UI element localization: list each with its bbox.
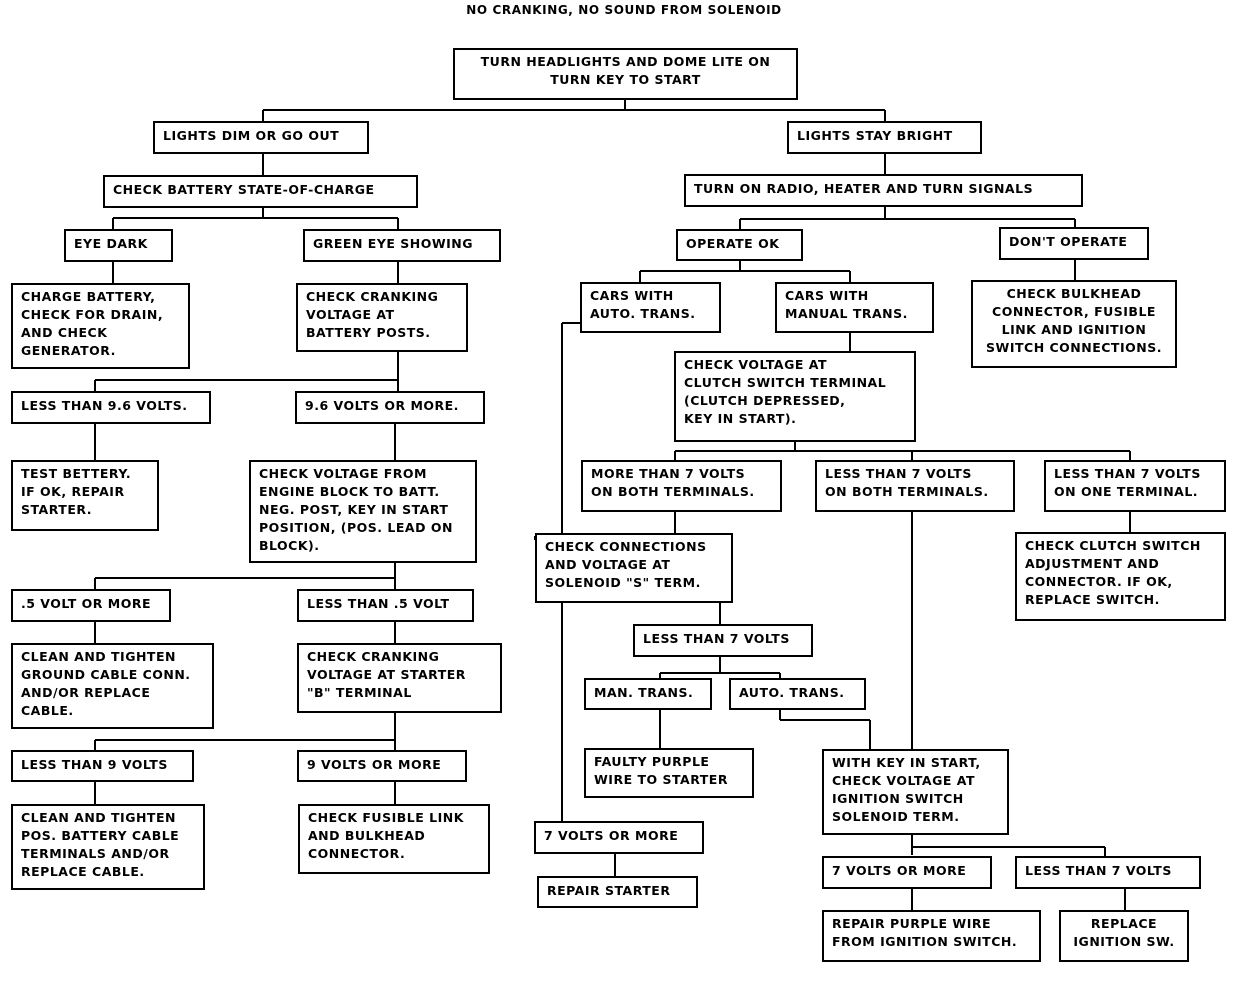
cars-manual-box: CARS WITH MANUAL TRANS. — [775, 282, 934, 333]
start-box: TURN HEADLIGHTS AND DOME LITE ON TURN KE… — [453, 48, 798, 100]
seven-more-right-box: 7 VOLTS OR MORE — [822, 856, 992, 889]
operate-ok-box: OPERATE OK — [676, 229, 803, 261]
repair-starter-box: REPAIR STARTER — [537, 876, 698, 908]
less-7-both-box: LESS THAN 7 VOLTS ON BOTH TERMINALS. — [815, 460, 1015, 512]
check-bulkhead-box: CHECK BULKHEAD CONNECTOR, FUSIBLE LINK A… — [971, 280, 1177, 368]
repair-purple-box: REPAIR PURPLE WIRE FROM IGNITION SWITCH. — [822, 910, 1041, 962]
more-7-both-box: MORE THAN 7 VOLTS ON BOTH TERMINALS. — [581, 460, 782, 512]
seven-more-left-box: 7 VOLTS OR MORE — [534, 821, 704, 854]
check-engine-block-box: CHECK VOLTAGE FROM ENGINE BLOCK TO BATT.… — [249, 460, 477, 563]
check-clutch-adjust-box: CHECK CLUTCH SWITCH ADJUSTMENT AND CONNE… — [1015, 532, 1226, 621]
check-solenoid-s-box: CHECK CONNECTIONS AND VOLTAGE AT SOLENOI… — [535, 533, 733, 603]
eye-dark-box: EYE DARK — [64, 229, 173, 262]
check-battery-box: CHECK BATTERY STATE-OF-CHARGE — [103, 175, 418, 208]
less-96-volts-box: LESS THAN 9.6 VOLTS. — [11, 391, 211, 424]
test-battery-box: TEST BETTERY. IF OK, REPAIR STARTER. — [11, 460, 159, 531]
clean-ground-box: CLEAN AND TIGHTEN GROUND CABLE CONN. AND… — [11, 643, 214, 729]
with-key-box: WITH KEY IN START, CHECK VOLTAGE AT IGNI… — [822, 749, 1009, 835]
green-eye-box: GREEN EYE SHOWING — [303, 229, 501, 262]
lights-dim-box: LIGHTS DIM OR GO OUT — [153, 121, 369, 154]
check-fusible-box: CHECK FUSIBLE LINK AND BULKHEAD CONNECTO… — [298, 804, 490, 874]
more-9-volts-box: 9 VOLTS OR MORE — [297, 750, 467, 782]
less-7-solenoid-box: LESS THAN 7 VOLTS — [633, 624, 813, 657]
faulty-purple-box: FAULTY PURPLE WIRE TO STARTER — [584, 748, 754, 798]
check-cranking-posts-box: CHECK CRANKING VOLTAGE AT BATTERY POSTS. — [296, 283, 468, 352]
diagram-title: NO CRANKING, NO SOUND FROM SOLENOID — [466, 3, 782, 17]
auto-trans-box: AUTO. TRANS. — [729, 678, 866, 710]
dont-operate-box: DON'T OPERATE — [999, 227, 1149, 260]
check-clutch-voltage-box: CHECK VOLTAGE AT CLUTCH SWITCH TERMINAL … — [674, 351, 916, 442]
less-7-final-box: LESS THAN 7 VOLTS — [1015, 856, 1201, 889]
replace-ignition-box: REPLACE IGNITION SW. — [1059, 910, 1189, 962]
less-9-volts-box: LESS THAN 9 VOLTS — [11, 750, 194, 782]
cars-auto-box: CARS WITH AUTO. TRANS. — [580, 282, 721, 333]
lights-bright-box: LIGHTS STAY BRIGHT — [787, 121, 982, 154]
clean-pos-box: CLEAN AND TIGHTEN POS. BATTERY CABLE TER… — [11, 804, 205, 890]
man-trans-box: MAN. TRANS. — [584, 678, 712, 710]
charge-battery-box: CHARGE BATTERY, CHECK FOR DRAIN, AND CHE… — [11, 283, 190, 369]
less-7-one-box: LESS THAN 7 VOLTS ON ONE TERMINAL. — [1044, 460, 1226, 512]
turn-on-radio-box: TURN ON RADIO, HEATER AND TURN SIGNALS — [684, 174, 1083, 207]
check-cranking-b-box: CHECK CRANKING VOLTAGE AT STARTER "B" TE… — [297, 643, 502, 713]
more-96-volts-box: 9.6 VOLTS OR MORE. — [295, 391, 485, 424]
less-half-volt-box: LESS THAN .5 VOLT — [297, 589, 474, 622]
half-volt-more-box: .5 VOLT OR MORE — [11, 589, 171, 622]
